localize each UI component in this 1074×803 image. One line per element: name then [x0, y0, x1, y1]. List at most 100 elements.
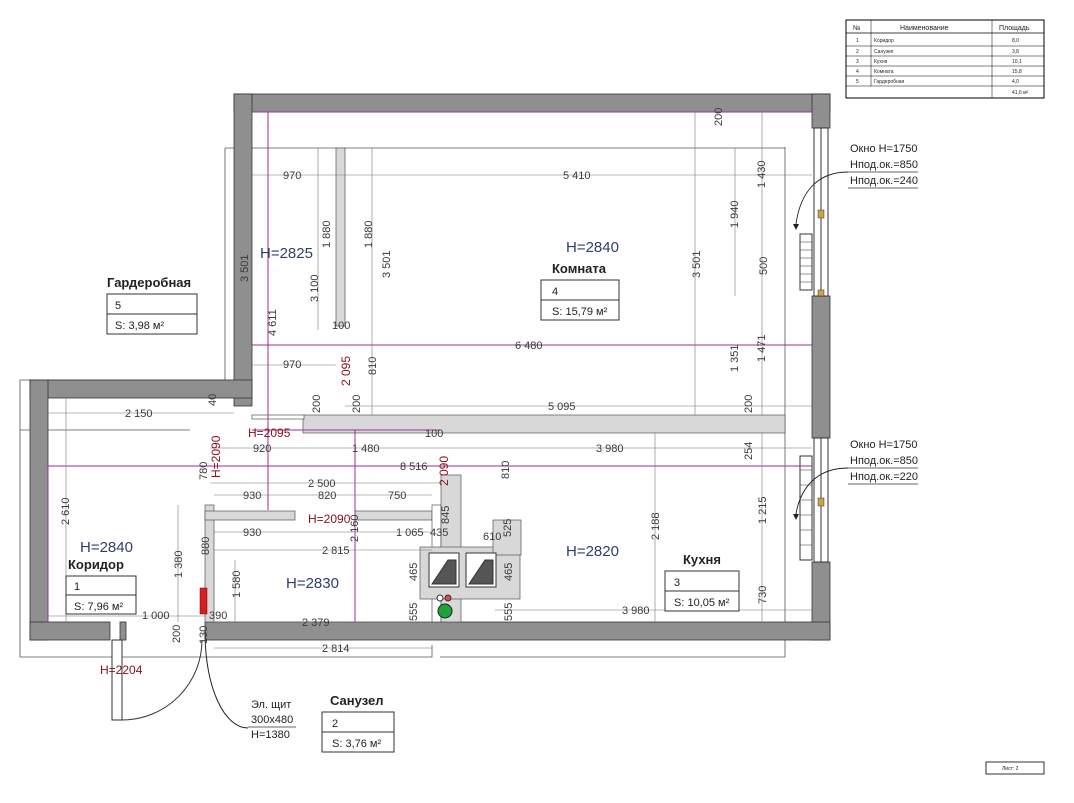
- utility-points: [436, 594, 453, 619]
- svg-text:Эл. щит: Эл. щит: [251, 699, 291, 711]
- dim-v1940: 1 940: [729, 200, 741, 228]
- room-2-area: S: 3,76 м²: [332, 738, 381, 750]
- dim-930a: 930: [243, 490, 261, 502]
- diagonal-lines: [47, 111, 812, 622]
- dim-v730: 730: [757, 586, 769, 604]
- dim-2379: 2 379: [302, 617, 330, 629]
- svg-text:Нпод.ок.=220: Нпод.ок.=220: [850, 471, 918, 483]
- room-5-height: H=2825: [260, 245, 313, 262]
- room-2-height: H=2830: [286, 575, 339, 592]
- dim-v555a: 555: [408, 603, 420, 621]
- room-5-area: S: 3,98 м²: [115, 320, 164, 332]
- dim-200d: 200: [713, 108, 725, 126]
- svg-text:Окно Н=1750: Окно Н=1750: [850, 143, 917, 155]
- dim-v2090b: H=2090: [209, 435, 223, 478]
- dim-40: 40: [207, 394, 219, 406]
- dim-200a: 200: [311, 395, 323, 413]
- dim-v1430: 1 430: [756, 160, 768, 188]
- room-3-area: S: 10,05 м²: [674, 597, 730, 609]
- dim-390: 390: [209, 610, 227, 622]
- dim-435: 435: [430, 527, 448, 539]
- dim-v780: 780: [198, 462, 210, 480]
- dim-5095: 5 095: [548, 401, 576, 413]
- door-height-2: H=2090: [308, 512, 351, 526]
- dim-820: 820: [318, 490, 336, 502]
- svg-text:Нпод.ок.=850: Нпод.ок.=850: [850, 455, 918, 467]
- door-height-entrance: H=2204: [100, 663, 143, 677]
- dim-1065: 1 065: [396, 527, 424, 539]
- legend-row-2-name: Санузел: [874, 49, 894, 55]
- room-3-height: H=2820: [566, 543, 619, 560]
- dim-v525: 525: [502, 519, 514, 537]
- dim-v880: 880: [200, 537, 212, 555]
- dim-v1351: 1 351: [729, 344, 741, 372]
- dim-2150: 2 150: [125, 408, 153, 420]
- sheet-label-box: [985, 761, 1045, 775]
- dim-970a: 970: [283, 170, 301, 182]
- legend-row-4-area: 15,8: [1012, 69, 1022, 75]
- dim-200b: 200: [351, 395, 363, 413]
- dim-1480: 1 480: [352, 443, 380, 455]
- dim-200c: 200: [743, 395, 755, 413]
- svg-text:Н=1380: Н=1380: [251, 729, 290, 741]
- svg-text:Нпод.ок.=850: Нпод.ок.=850: [850, 159, 918, 171]
- dim-v2610: 2 610: [60, 497, 72, 525]
- ventilation-shafts: [428, 552, 497, 588]
- legend-row-4-num: 4: [856, 69, 859, 75]
- dim-v200f: 200: [171, 625, 183, 643]
- room-4-num: 4: [552, 286, 558, 298]
- room-3-name: Кухня: [683, 552, 721, 567]
- dim-920: 920: [253, 443, 271, 455]
- window-room: [799, 127, 829, 297]
- dim-v3100: 3 100: [309, 274, 321, 302]
- sheet-label: Лист: 2: [1002, 766, 1019, 772]
- legend-row-1-area: 8,0: [1012, 38, 1019, 44]
- legend-header-num: №: [853, 25, 861, 32]
- legend-row-2-num: 2: [856, 49, 859, 55]
- room-4-area: S: 15,79 м²: [552, 306, 608, 318]
- window-kitchen: [799, 437, 829, 563]
- legend-header-name: Наименование: [900, 25, 949, 32]
- electrical-panel: [199, 587, 208, 615]
- svg-text:Нпод.ок.=240: Нпод.ок.=240: [850, 175, 918, 187]
- dim-v3501a: 3 501: [239, 254, 251, 282]
- panel-note: Эл. щит 300x480 Н=1380: [248, 699, 296, 741]
- dim-v2188: 2 188: [650, 512, 662, 540]
- room-1-num: 1: [74, 581, 80, 593]
- legend-row-3-area: 10,1: [1012, 59, 1022, 65]
- dim-v3501c: 3 501: [691, 250, 703, 278]
- walls: [29, 93, 831, 641]
- window-note-2: Окно Н=1750 Нпод.ок.=850 Нпод.ок.=220: [793, 439, 918, 520]
- legend-total: 41,6 м²: [1012, 90, 1029, 96]
- room-1-name: Коридор: [68, 557, 124, 572]
- legend-row-5-name: Гардеробная: [874, 79, 905, 85]
- dimension-texts: 970 5 410 970 6 480 2 150 5 095 40 200 2…: [60, 108, 770, 655]
- dim-v254: 254: [743, 442, 755, 460]
- room-4-name: Комната: [552, 261, 607, 276]
- room-4-height: H=2840: [566, 239, 619, 256]
- dim-3980b: 3 980: [622, 605, 650, 617]
- dim-v810a: 810: [367, 357, 379, 375]
- room-5-num: 5: [115, 300, 121, 312]
- dim-610: 610: [483, 531, 501, 543]
- dim-v1471: 1 471: [756, 334, 768, 362]
- dim-8516: 8 516: [400, 461, 428, 473]
- dim-v130: 130: [198, 626, 210, 644]
- dim-v2160: 2 160: [349, 514, 361, 542]
- svg-text:300x480: 300x480: [251, 714, 293, 726]
- legend-row-3-num: 3: [856, 59, 859, 65]
- room-3-num: 3: [674, 577, 680, 589]
- dim-6480: 6 480: [515, 340, 543, 352]
- legend-row-4-name: Комната: [874, 69, 894, 75]
- dim-v2090v: 2 090: [437, 456, 451, 486]
- legend-header-area: Площадь: [999, 25, 1030, 32]
- dim-100a: 100: [332, 320, 350, 332]
- dim-v1215: 1 215: [757, 496, 769, 524]
- dim-v500: 500: [758, 257, 770, 275]
- panel-leader: [204, 629, 249, 729]
- dim-930b: 930: [243, 527, 261, 539]
- legend-row-2-area: 3,8: [1012, 49, 1019, 55]
- dim-v3501b: 3 501: [381, 250, 393, 278]
- dim-v1880b: 1 880: [363, 220, 375, 248]
- dim-v1380: 1 380: [173, 550, 185, 578]
